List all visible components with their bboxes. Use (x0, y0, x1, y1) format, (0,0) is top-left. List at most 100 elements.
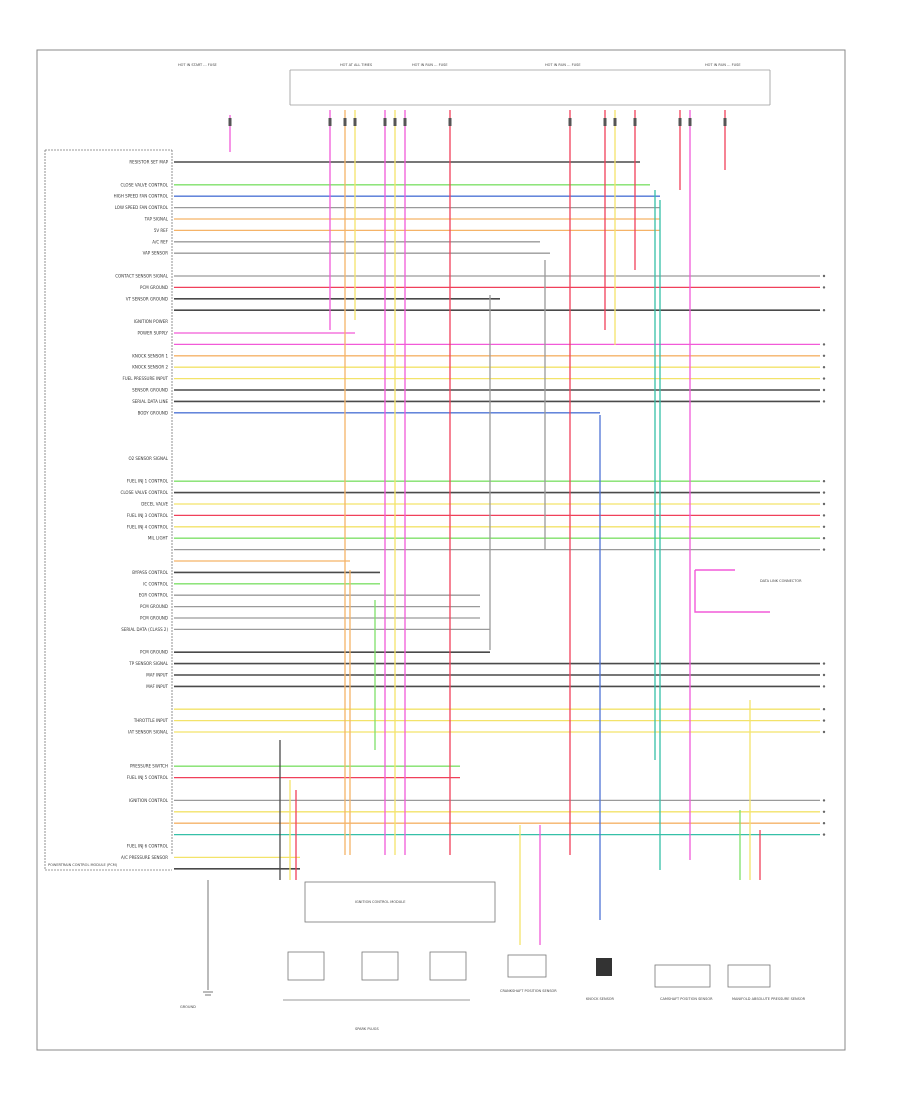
fuse-label-3: HOT IN RUN ... FUSE (412, 63, 448, 67)
pcm-pin-label: CLOSE VALVE CONTROL (121, 182, 169, 187)
pcm-pin-label: IAT SENSOR SIGNAL (128, 730, 169, 735)
wire-terminal (822, 480, 826, 483)
pcm-pin-label: VAP SENSOR (143, 251, 169, 256)
wire-terminal (822, 673, 826, 677)
pcm-box (44, 149, 173, 871)
fuse-label-2: HOT AT ALL TIMES (340, 63, 373, 67)
ignition-module-label: IGNITION CONTROL MODULE (355, 900, 405, 904)
wire-terminal (822, 309, 826, 312)
knock-sensor-label: KNOCK SENSOR (586, 997, 615, 1001)
pcm-pin-label: 5V REF (154, 228, 169, 233)
ignition-coils (283, 951, 470, 1001)
wire-terminal (822, 343, 826, 346)
fuse-label-1: HOT IN START ... FUSE (178, 63, 217, 67)
pcm-pin-label: PCM GROUND (140, 650, 168, 655)
pcm-pin-label: POWER SUPPLY (137, 331, 168, 336)
module-title: POWERTRAIN CONTROL MODULE (PCM) (48, 863, 118, 867)
map-sensor-label: MANIFOLD ABSOLUTE PRESSURE SENSOR (732, 997, 806, 1001)
fuse-labels: HOT IN START ... FUSE HOT AT ALL TIMES H… (178, 63, 741, 67)
connector-pin (403, 118, 407, 126)
pcm-pin-label: CLOSE VALVE CONTROL (121, 490, 169, 495)
fuse-label-5: HOT IN RUN ... FUSE (705, 63, 741, 67)
pcm-pin-label: BYPASS CONTROL (132, 570, 169, 575)
crank-sensor: CRANKSHAFT POSITION SENSOR (500, 954, 557, 993)
crank-sensor-label: CRANKSHAFT POSITION SENSOR (500, 989, 557, 993)
pcm-pin-label: FUEL PRESSURE INPUT (122, 376, 168, 381)
wire-terminal (822, 388, 826, 392)
connector-pin (633, 118, 637, 126)
wire-terminal (822, 514, 826, 517)
wire-terminal (822, 491, 826, 494)
wire-terminal (822, 730, 826, 734)
pcm-pin-label: SERIAL DATA LINE (132, 399, 168, 404)
connector-pin (393, 118, 397, 126)
pcm-pin-label: A/C REF (152, 239, 168, 244)
fuse-bus (289, 69, 771, 106)
wire-terminal (822, 502, 826, 506)
cam-sensor-label: CAMSHAFT POSITION SENSOR (660, 997, 713, 1001)
wire-terminal (822, 274, 826, 278)
connector-pin (688, 118, 692, 126)
pcm-pin-label: IGNITION POWER (134, 319, 169, 324)
pcm-pin-label: MAF INPUT (146, 673, 168, 678)
pcm-pin-label: MAF INPUT (146, 684, 168, 689)
wire-terminal (822, 833, 826, 836)
ignition-module: IGNITION CONTROL MODULE (304, 881, 496, 923)
data-link-connector: DATA LINK CONNECTOR (694, 569, 802, 613)
pcm-pin-label: THROTTLE INPUT (133, 718, 169, 723)
connector-pin (678, 118, 682, 126)
pcm-pin-label: PCM GROUND (140, 604, 168, 609)
wire-terminal (822, 548, 826, 551)
pcm-pin-label: DECEL VALVE (141, 502, 168, 507)
wire-terminal (822, 400, 826, 403)
connector-pin (383, 118, 387, 126)
pcm-pin-label: FUEL INJ 4 CONTROL (127, 524, 169, 529)
pcm-pin-label: KNOCK SENSOR 2 (132, 365, 168, 370)
pcm-pin-label: FUEL INJ 1 CONTROL (127, 479, 169, 484)
wire-terminal (822, 366, 826, 369)
pcm-pin-label: HIGH SPEED FAN CONTROL (114, 194, 169, 199)
wire-terminal (822, 662, 826, 665)
diagram-frame (36, 49, 846, 1051)
cam-sensor: CAMSHAFT POSITION SENSOR (654, 964, 713, 1001)
wire-terminal (822, 799, 826, 802)
connector-pin (448, 118, 452, 126)
pcm-pin-label: FUEL INJ 3 CONTROL (127, 513, 169, 518)
horizontal-wires (174, 161, 820, 870)
pcm-pin-label: O2 SENSOR SIGNAL (128, 456, 168, 461)
wire-terminal (822, 354, 826, 357)
connector-pin (343, 118, 347, 126)
pcm-pin-label: SENSOR GROUND (132, 388, 168, 393)
connector-pin (613, 118, 617, 126)
connector-pin (228, 118, 232, 126)
pcm-pin-label: CONTACT SENSOR SIGNAL (115, 274, 169, 279)
connector-pin (568, 118, 572, 126)
pcm-pin-label: VT SENSOR GROUND (126, 296, 168, 301)
pcm-pin-label: IC CONTROL (143, 581, 169, 586)
pcm-pin-label: BODY GROUND (138, 410, 168, 415)
wire-terminal (822, 708, 826, 711)
pcm-pin-label: RESISTOR SET MAP (129, 160, 168, 165)
pcm-pin-label: A/C PRESSURE SENSOR (121, 855, 168, 860)
pcm-pin-label: IGNITION CONTROL (129, 798, 169, 803)
right-terminals (822, 274, 826, 836)
pcm-pin-label: MIL LIGHT (148, 536, 169, 541)
wire-terminal (822, 685, 826, 688)
pcm-pin-label: EGR CONTROL (139, 593, 169, 598)
pcm-pin-label: FUEL INJ 6 CONTROL (127, 844, 169, 849)
connector-pin (723, 118, 727, 126)
pcm-pin-label: LOW SPEED FAN CONTROL (115, 205, 169, 210)
map-sensor: MANIFOLD ABSOLUTE PRESSURE SENSOR (727, 964, 806, 1001)
wire-terminal (822, 286, 826, 289)
connector-pin (328, 118, 332, 126)
wire-terminal (822, 377, 826, 380)
spark-plugs-label: SPARK PLUGS (355, 1027, 380, 1031)
pcm-pin-label: FUEL INJ 5 CONTROL (127, 775, 169, 780)
data-link-label: DATA LINK CONNECTOR (760, 579, 802, 583)
wire-terminal (822, 719, 826, 722)
vertical-wires (228, 110, 761, 945)
wire-terminal (822, 810, 826, 813)
pcm-pin-label: TP SENSOR SIGNAL (128, 661, 168, 666)
pcm-pin-label: PRESSURE SWITCH (130, 764, 168, 769)
